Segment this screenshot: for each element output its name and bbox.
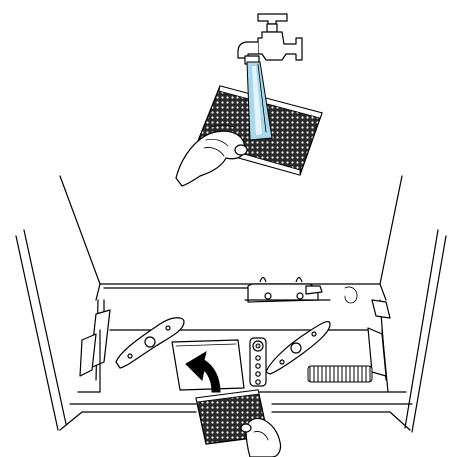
faucet-icon [238,14,302,64]
right-rail [368,300,390,376]
vent-grille [308,366,372,382]
center-drain [250,338,266,386]
hand-icon [176,125,247,186]
left-rail [80,310,110,376]
hand-icon [241,418,281,457]
bottom-panel-tub [16,176,446,457]
top-panel-rinse [176,14,322,186]
